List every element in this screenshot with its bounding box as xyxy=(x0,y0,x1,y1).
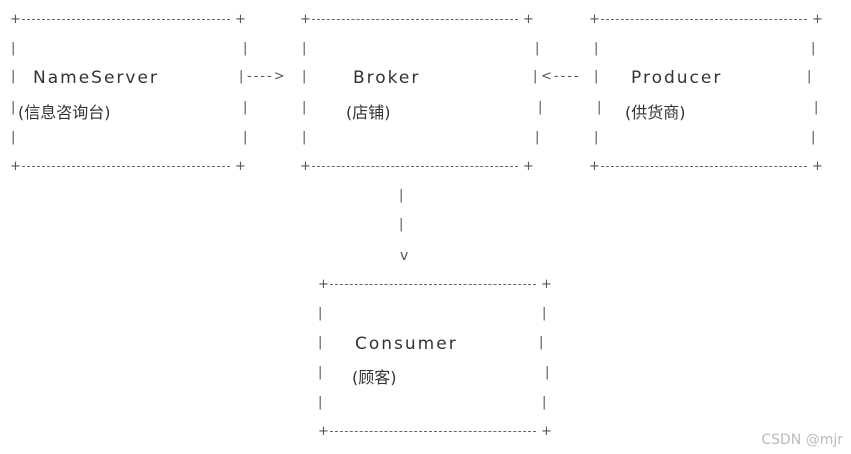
arrow-left-bar: | xyxy=(239,69,244,84)
box-side-bar: | xyxy=(597,100,602,115)
box-side-bar: | xyxy=(318,395,323,410)
down-arrow-bar: | xyxy=(399,217,404,232)
consumer-desc: (顾客) xyxy=(352,368,397,387)
arrow-right-bar: | xyxy=(302,69,307,84)
arrow-right-bar: | xyxy=(594,69,599,84)
box-top-border xyxy=(22,19,230,20)
box-side-bar: | xyxy=(594,130,599,145)
box-side-bar: | xyxy=(243,130,248,145)
box-side-bar: | xyxy=(11,69,16,84)
box-bottom-border xyxy=(312,166,518,167)
box-side-bar: | xyxy=(542,395,547,410)
producer-label: Producer xyxy=(631,68,723,88)
down-arrow-bar: | xyxy=(399,188,404,203)
box-side-bar: | xyxy=(302,130,307,145)
box-top-border xyxy=(330,284,536,285)
box-side-bar: | xyxy=(811,41,816,56)
box-side-bar: | xyxy=(539,335,544,350)
box-corner: + xyxy=(541,424,552,439)
box-top-border xyxy=(601,19,807,20)
box-side-bar: | xyxy=(243,41,248,56)
nameserver-desc: (信息咨询台) xyxy=(18,103,111,122)
box-side-bar: | xyxy=(302,41,307,56)
broker-label: Broker xyxy=(353,68,421,88)
box-side-bar: | xyxy=(535,41,540,56)
box-side-bar: | xyxy=(318,365,323,380)
box-side-bar: | xyxy=(535,130,540,145)
box-corner: + xyxy=(300,12,311,27)
box-corner: + xyxy=(10,159,21,174)
box-bottom-border xyxy=(22,166,230,167)
box-corner: + xyxy=(589,159,600,174)
box-side-bar: | xyxy=(814,100,819,115)
box-corner: + xyxy=(589,12,600,27)
producer-desc: (供货商) xyxy=(625,103,686,122)
nameserver-label: NameServer xyxy=(33,68,159,88)
box-corner: + xyxy=(812,159,823,174)
box-corner: + xyxy=(318,424,329,439)
consumer-label: Consumer xyxy=(355,334,458,354)
box-corner: + xyxy=(541,277,552,292)
arrow-left-bar: | xyxy=(533,69,538,84)
box-corner: + xyxy=(318,277,329,292)
down-arrow-head: v xyxy=(400,248,409,264)
box-corner: + xyxy=(235,159,246,174)
box-side-bar: | xyxy=(545,365,550,380)
box-bottom-border xyxy=(330,431,536,432)
box-side-bar: | xyxy=(11,41,16,56)
box-corner: + xyxy=(523,12,534,27)
producer-to-broker-arrow: <---- xyxy=(541,69,581,84)
box-side-bar: | xyxy=(318,306,323,321)
box-side-bar: | xyxy=(807,69,812,84)
watermark: CSDN @mjr xyxy=(761,432,843,448)
box-side-bar: | xyxy=(811,130,816,145)
nameserver-to-broker-arrow: ----> xyxy=(247,69,287,84)
box-side-bar: | xyxy=(594,41,599,56)
box-side-bar: | xyxy=(318,335,323,350)
box-corner: + xyxy=(812,12,823,27)
box-side-bar: | xyxy=(302,100,307,115)
box-corner: + xyxy=(300,159,311,174)
box-corner: + xyxy=(523,159,534,174)
broker-desc: (店铺) xyxy=(346,103,391,122)
box-bottom-border xyxy=(601,166,807,167)
box-side-bar: | xyxy=(11,130,16,145)
box-side-bar: | xyxy=(542,306,547,321)
box-side-bar: | xyxy=(243,100,248,115)
box-top-border xyxy=(312,19,518,20)
box-corner: + xyxy=(10,12,21,27)
box-side-bar: | xyxy=(538,100,543,115)
box-corner: + xyxy=(235,12,246,27)
box-side-bar: | xyxy=(11,100,16,115)
